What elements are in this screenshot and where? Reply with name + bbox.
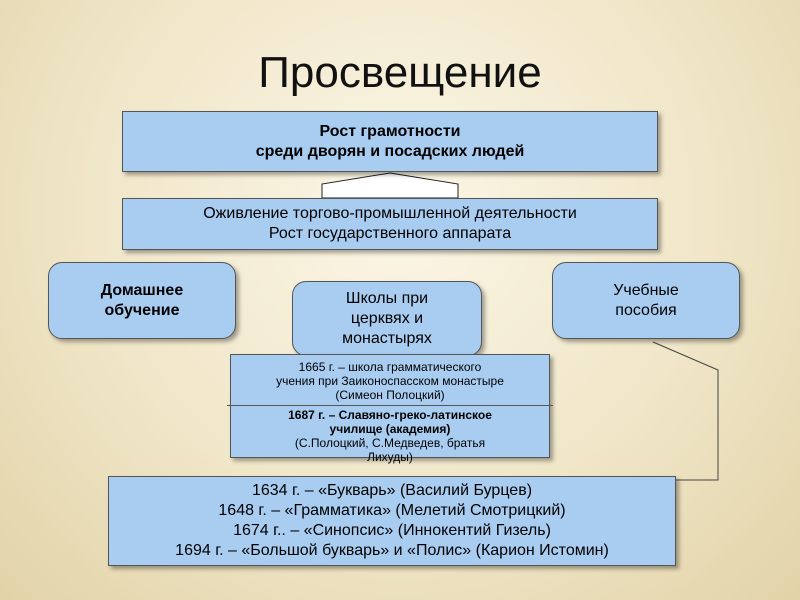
box-line: обучение [104, 301, 180, 319]
box-line: Учебные [613, 281, 679, 299]
box-line: Рост грамотности [319, 122, 461, 140]
history-line-bold: 1687 г. – Славяно-греко-латинское [288, 408, 492, 422]
textbook-line: 1694 г. – «Большой букварь» и «Полис» (К… [175, 542, 609, 559]
history-line: (С.Полоцкий, С.Медведев, братья [294, 436, 486, 450]
textbooks-list-box: 1634 г. – «Букварь» (Василий Бурцев) 164… [108, 476, 676, 566]
home-education-box: Домашнее обучение [48, 262, 236, 339]
box-line: монастырях [342, 329, 432, 347]
textbook-line: 1674 г.. – «Синопсис» (Иннокентий Гизель… [233, 522, 551, 539]
history-line: (Симеон Полоцкий) [335, 388, 445, 402]
box-line: Домашнее [100, 281, 184, 299]
history-line: учения при Заиконоспасском монастыре [276, 374, 504, 388]
history-line-bold: училище (академия) [329, 422, 451, 436]
box-line: церквях и [350, 309, 424, 327]
textbook-line: 1648 г. – «Грамматика» (Мелетий Смотрицк… [218, 502, 566, 519]
box-line: среди дворян и посадских людей [255, 142, 525, 160]
page-title: Просвещение [258, 48, 542, 97]
up-arrow-shape [321, 172, 459, 199]
history-1687: 1687 г. – Славяно-греко-латинское училищ… [227, 406, 553, 464]
box-line: Школы при [345, 289, 429, 307]
connector-line [652, 341, 719, 481]
history-line: Лихуды) [367, 450, 413, 464]
trade-revival-box: Оживление торгово-промышленной деятельно… [122, 198, 658, 250]
textbooks-header-box: Учебные пособия [552, 262, 740, 339]
box-line: Оживление торгово-промышленной деятельно… [203, 205, 577, 222]
box-line: пособия [615, 301, 677, 319]
history-line: 1665 г. – школа грамматического [298, 360, 482, 374]
history-1665: 1665 г. – школа грамматического учения п… [227, 355, 553, 406]
textbook-line: 1634 г. – «Букварь» (Василий Бурцев) [251, 482, 533, 499]
church-schools-box: Школы при церквях и монастырях [292, 281, 482, 356]
box-line: Рост государственного аппарата [268, 225, 512, 242]
literacy-growth-box: Рост грамотности среди дворян и посадски… [122, 111, 658, 172]
schools-history-box: 1665 г. – школа грамматического учения п… [227, 354, 553, 464]
